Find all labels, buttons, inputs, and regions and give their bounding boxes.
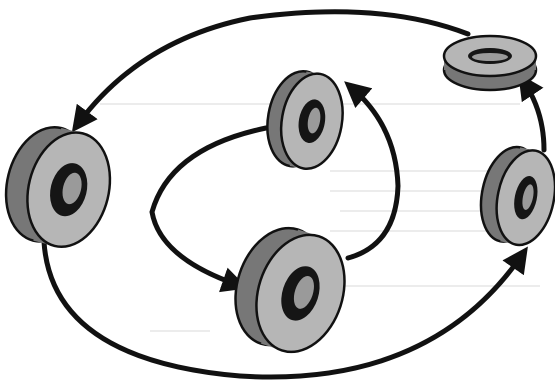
ring-icon	[473, 142, 555, 251]
arrow-outer-right	[524, 82, 544, 150]
arrow-inner-right	[348, 88, 398, 258]
ring-icon	[260, 66, 350, 173]
ring-icon	[444, 36, 536, 90]
ring-icon	[0, 118, 122, 255]
ring-icon	[221, 217, 359, 364]
